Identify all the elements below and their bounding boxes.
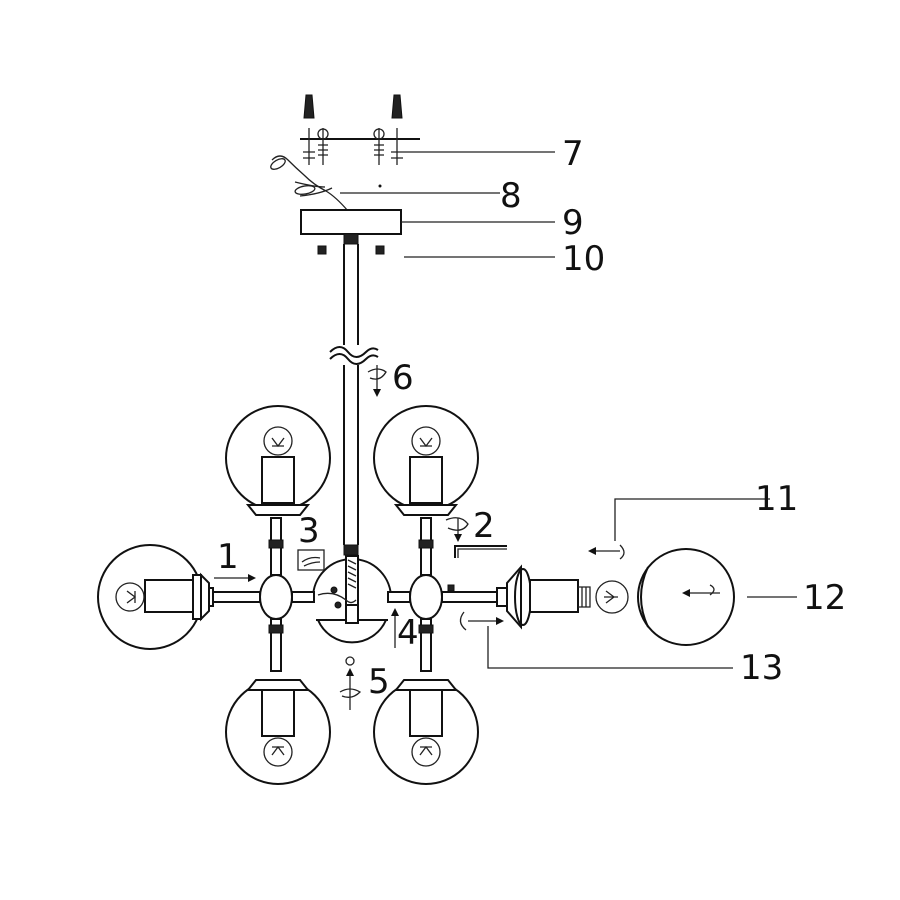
callout-4: 4 — [397, 613, 419, 653]
callout-13: 13 — [740, 648, 783, 688]
arrow-1 — [214, 574, 256, 582]
globe-top-left — [225, 405, 331, 516]
globe-left — [97, 544, 210, 650]
downrod — [329, 233, 387, 556]
globe-bottom-left — [225, 679, 331, 785]
arrow-13 — [459, 611, 733, 669]
callout-6: 6 — [392, 358, 414, 398]
callout-9: 9 — [562, 203, 584, 243]
callout-2: 2 — [473, 506, 495, 546]
globe-right-exploded — [506, 548, 735, 646]
wire-connectors — [270, 155, 500, 212]
callout-labels: 1 2 3 4 5 6 7 8 9 10 11 12 13 — [217, 134, 846, 702]
mounting-bar-assembly — [300, 94, 555, 165]
arm-joints — [202, 517, 508, 672]
callout-3: 3 — [298, 511, 320, 551]
globe-top-right — [373, 405, 479, 516]
arrow-4 — [391, 608, 399, 648]
center-hub — [312, 555, 392, 644]
callout-11: 11 — [755, 479, 798, 519]
callout-10: 10 — [562, 239, 605, 279]
arrow-2 — [445, 517, 469, 542]
wire-box-3 — [297, 549, 325, 571]
canopy — [300, 209, 555, 258]
callout-8: 8 — [500, 176, 522, 216]
allen-key — [454, 545, 507, 558]
callout-5: 5 — [368, 662, 390, 702]
callout-7: 7 — [562, 134, 584, 174]
finial-5 — [339, 656, 362, 710]
callout-1: 1 — [217, 537, 239, 577]
callout-12: 12 — [803, 578, 846, 618]
arrow-11 — [588, 498, 770, 560]
globe-bottom-right — [373, 679, 479, 785]
